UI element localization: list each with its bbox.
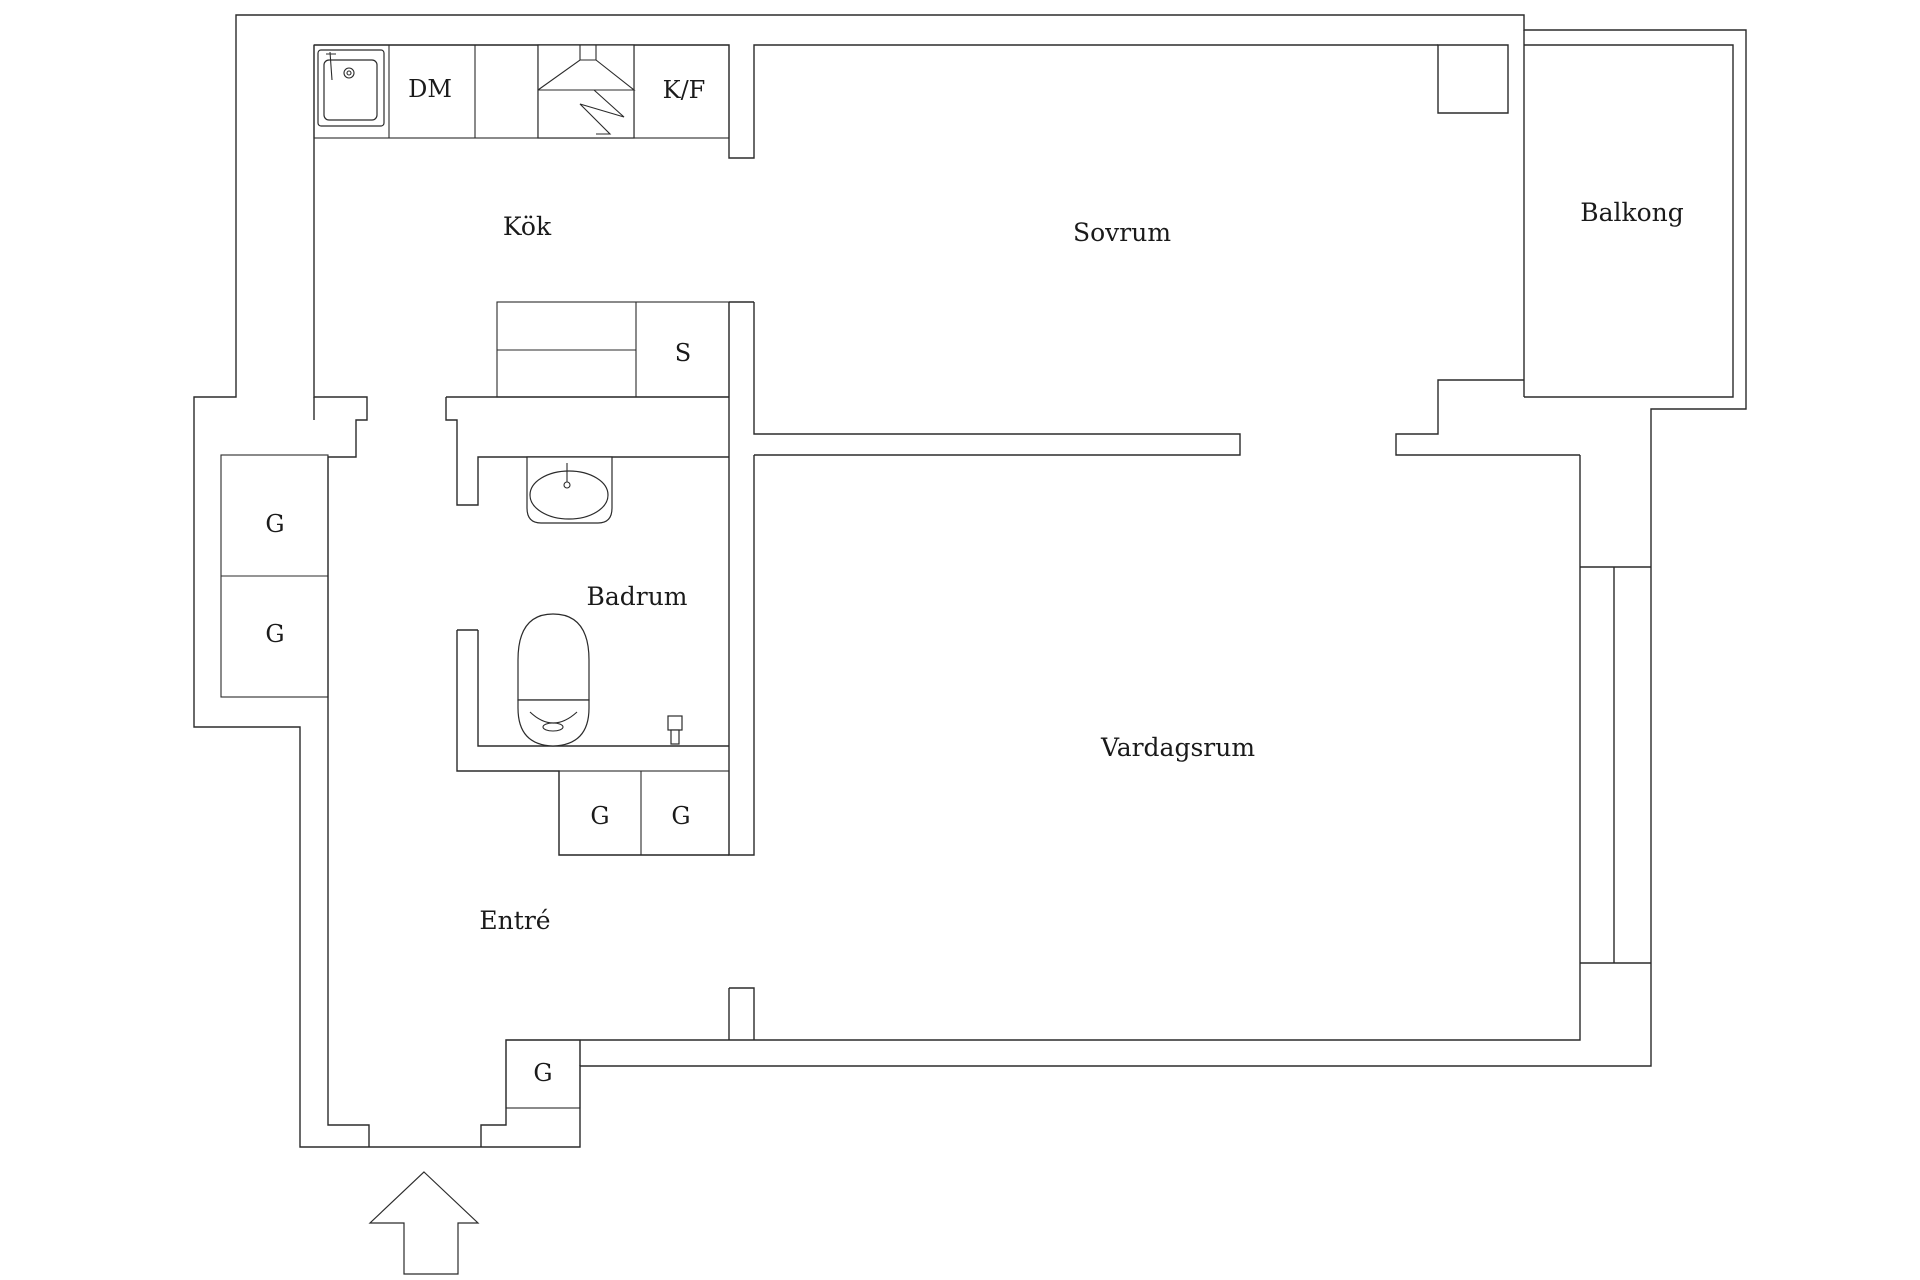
toilet-icon — [517, 613, 590, 747]
room-label-living: Vardagsrum — [1100, 733, 1255, 762]
room-label-balcony: Balkong — [1580, 198, 1684, 227]
closet-entrance — [505, 1039, 581, 1109]
closet-label: G — [590, 802, 609, 830]
closets-left — [220, 454, 329, 698]
closet-label: G — [265, 510, 284, 538]
closet-label: G — [265, 620, 284, 648]
range-hood-icon — [537, 44, 636, 139]
interior-walls — [313, 301, 1241, 1040]
kitchen-sink-icon — [317, 49, 385, 127]
outer-walls — [193, 14, 1747, 1148]
washbasin-icon — [526, 456, 613, 524]
room-label-entrance: Entré — [479, 906, 550, 935]
shelf-label: S — [675, 339, 691, 367]
fridge-freezer-label: K/F — [663, 76, 706, 104]
closet-label: G — [533, 1059, 552, 1087]
room-label-bathroom: Badrum — [586, 582, 687, 611]
room-label-kitchen: Kök — [503, 212, 552, 241]
dishwasher-label: DM — [408, 75, 452, 103]
room-label-bedroom: Sovrum — [1073, 218, 1171, 247]
toilet-brush-icon — [667, 715, 683, 745]
kitchen-island — [496, 301, 730, 398]
closet-label: G — [671, 802, 690, 830]
entrance-arrow-icon — [368, 1171, 480, 1275]
closets-bathroom — [558, 770, 730, 856]
